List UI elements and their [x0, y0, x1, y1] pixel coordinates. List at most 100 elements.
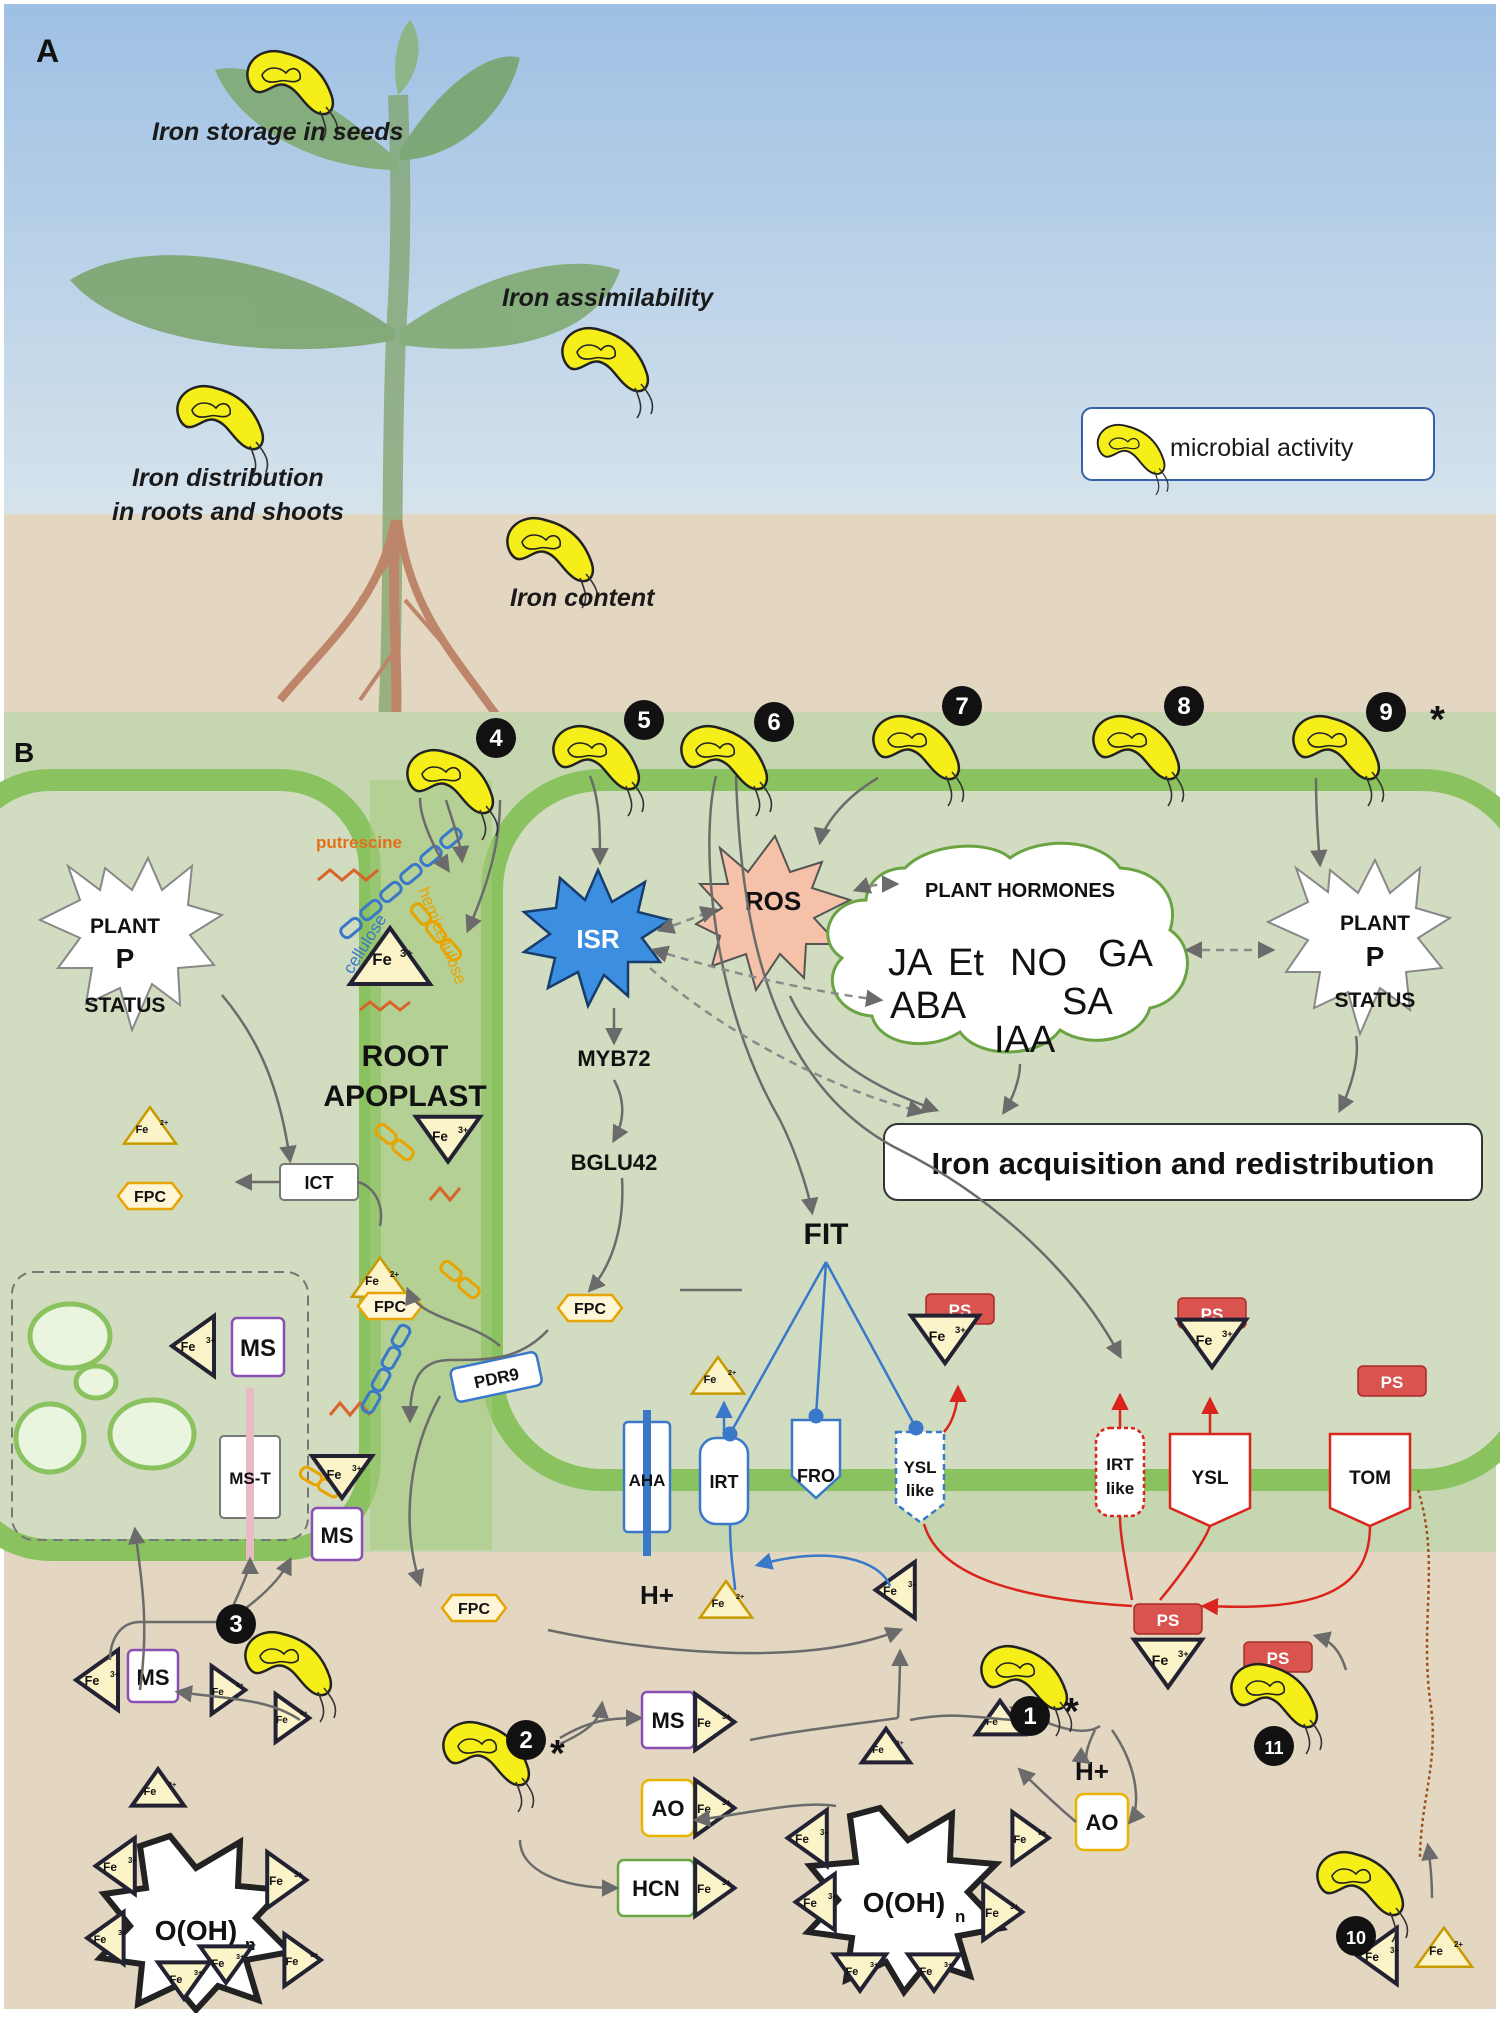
svg-text:3+: 3+: [1010, 1902, 1019, 1911]
svg-text:3+: 3+: [300, 1710, 308, 1717]
svg-text:PS: PS: [1267, 1649, 1290, 1668]
fe-triangle: Fe3+: [83, 1908, 126, 1968]
plant-p-right-l3: STATUS: [1335, 989, 1416, 1012]
fe-triangle: Fe 3+: [72, 1646, 120, 1714]
iron-acquisition-box: Iron acquisition and redistribution: [883, 1123, 1483, 1201]
svg-text:3+: 3+: [1038, 1828, 1046, 1837]
plant-p-right-l1: PLANT: [1340, 912, 1410, 935]
plant-p-left-l2: P: [116, 943, 135, 974]
label-putrescine: putrescine: [316, 833, 402, 852]
microbe-icon: [246, 50, 339, 142]
fe-triangle: Fe 3+: [830, 1952, 890, 1995]
ysl-transporter: YSL: [1168, 1432, 1252, 1528]
panel-b-label: B: [14, 737, 34, 768]
hormone-ja: JA: [888, 942, 933, 984]
fpc-hexagon: FPC: [440, 1593, 508, 1623]
svg-text:FPC: FPC: [458, 1601, 490, 1618]
svg-text:2: 2: [519, 1727, 532, 1754]
ysl-like-transporter: YSL like: [894, 1430, 946, 1524]
microbe-icon: [680, 725, 773, 817]
svg-text:Fe: Fe: [365, 1275, 379, 1288]
svg-text:Fe: Fe: [144, 1786, 157, 1798]
ms-t-label: MS-T: [229, 1469, 271, 1488]
svg-text:Fe: Fe: [212, 1687, 224, 1698]
fe-triangle: Fe3+: [154, 1960, 214, 2003]
microbe-icon: [980, 1645, 1073, 1737]
svg-text:9: 9: [1379, 699, 1392, 726]
svg-text:3: 3: [229, 1611, 242, 1638]
svg-text:Fe: Fe: [929, 1329, 946, 1345]
hormone-sa: SA: [1062, 981, 1113, 1023]
aha-transporter: AHA: [622, 1410, 672, 1556]
microbe-assimilability: [561, 327, 654, 419]
legend-microbial-activity: microbial activity: [1170, 434, 1354, 462]
microbe-icon: [244, 1631, 337, 1723]
fe-triangle: Fe3+: [693, 1856, 738, 1920]
svg-text:3+: 3+: [236, 1682, 244, 1689]
svg-text:Fe: Fe: [846, 1966, 859, 1978]
fe-triangle: Fe3+: [858, 1725, 914, 1765]
svg-text:Fe: Fe: [85, 1674, 100, 1688]
fe-triangle: Fe3+: [1010, 1808, 1053, 1868]
svg-text:n: n: [955, 1907, 965, 1926]
plant-p-status-right: PLANT P STATUS: [1265, 857, 1453, 1037]
svg-text:3+: 3+: [828, 1892, 837, 1901]
fe-triangle: Fe 3+: [209, 1662, 249, 1718]
ms-t-transporter: MS-T: [219, 1388, 281, 1560]
fe-triangle: Fe 3+: [784, 1806, 829, 1870]
svg-text:3+: 3+: [870, 1960, 878, 1969]
legend: microbial activity: [1081, 407, 1435, 496]
svg-text:Fe: Fe: [697, 1717, 711, 1730]
svg-text:Fe: Fe: [94, 1934, 107, 1946]
label-iron-distribution-1: Iron distribution: [132, 464, 324, 492]
ms-box-apoplast: MS: [310, 1506, 364, 1562]
svg-text:3+: 3+: [820, 1828, 829, 1837]
ps-box-3: PS: [1357, 1365, 1427, 1397]
ps-box-4: PS: [1133, 1603, 1203, 1635]
svg-text:PS: PS: [1157, 1611, 1180, 1630]
irt-like-label-1: IRT: [1106, 1455, 1134, 1474]
svg-text:Fe: Fe: [1429, 1945, 1443, 1958]
hormone-no: NO: [1010, 942, 1067, 984]
svg-text:7: 7: [955, 693, 968, 720]
svg-text:3+: 3+: [294, 1870, 303, 1879]
step-badge: 1: [1010, 1696, 1050, 1736]
svg-text:Fe: Fe: [795, 1833, 809, 1846]
svg-text:8: 8: [1177, 693, 1190, 720]
svg-text:3+: 3+: [110, 1669, 120, 1679]
svg-text:MS: MS: [321, 1523, 354, 1548]
microbe-icon: [872, 715, 965, 807]
svg-text:3+: 3+: [168, 1780, 176, 1789]
fe-triangle: Fe3+: [904, 1952, 964, 1995]
step-badge: 11: [1254, 1726, 1294, 1766]
ao-box-right: AO: [1074, 1792, 1130, 1852]
fe-triangle: Fe3+: [693, 1690, 738, 1754]
tom-label: TOM: [1349, 1468, 1391, 1489]
microbe-icon: [506, 517, 599, 609]
svg-text:O(OH): O(OH): [155, 1915, 237, 1946]
label-iron-assimilability: Iron assimilability: [502, 284, 714, 312]
plant-p-left-l1: PLANT: [90, 915, 160, 938]
step-badge: 5: [624, 700, 664, 740]
ms-box-soil-left: MS: [126, 1648, 180, 1704]
svg-text:FPC: FPC: [574, 1301, 606, 1318]
vacuole-compartment: [11, 1271, 309, 1541]
plant-p-right-l2: P: [1366, 941, 1385, 972]
svg-text:2+: 2+: [390, 1270, 399, 1279]
microbe-icon: [406, 749, 499, 841]
svg-text:Fe: Fe: [883, 1585, 897, 1598]
svg-text:3+: 3+: [1178, 1649, 1189, 1660]
irt-like-label-2: like: [1106, 1479, 1134, 1498]
label-iron-content: Iron content: [510, 584, 656, 612]
svg-text:Fe: Fe: [920, 1966, 933, 1978]
ros-label: ROS: [745, 886, 801, 916]
svg-text:3+: 3+: [458, 1125, 468, 1135]
svg-text:Fe: Fe: [1196, 1333, 1213, 1349]
root-apoplast-l1: ROOT: [362, 1040, 449, 1073]
ict-label: ICT: [305, 1173, 334, 1193]
